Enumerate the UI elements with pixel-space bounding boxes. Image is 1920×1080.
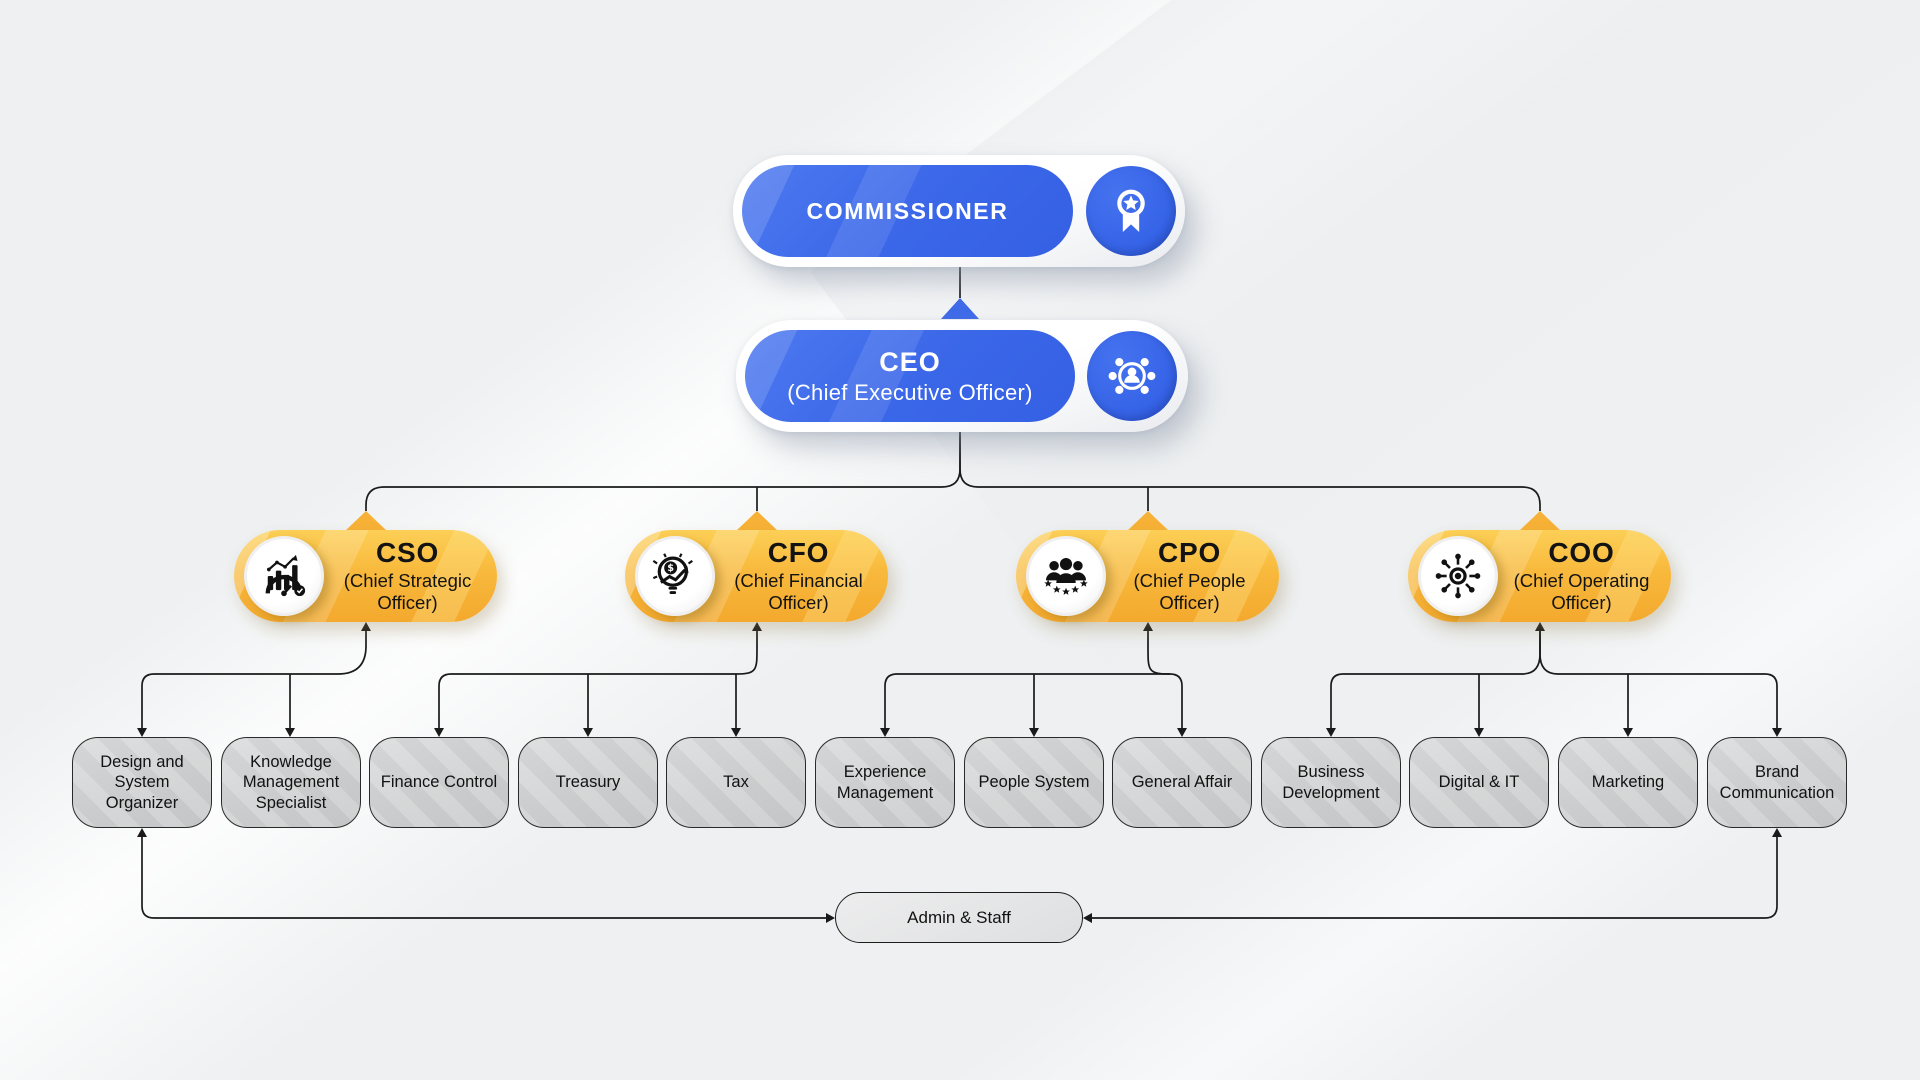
dept-finance-control: Finance Control — [369, 737, 509, 828]
medal-ribbon-icon — [1086, 166, 1176, 256]
team-network-icon — [1087, 331, 1177, 421]
coo-subtitle: (Chief Operating Officer) — [1513, 570, 1650, 613]
chief-up-triangles — [345, 511, 1561, 531]
coo-title: COO — [1548, 537, 1615, 569]
cfo-title: CFO — [767, 537, 830, 569]
cso-title: CSO — [375, 537, 440, 569]
dept-knowledge-management: Knowledge Management Specialist — [221, 737, 361, 828]
operations-hub-icon — [1418, 536, 1498, 616]
coo-node: COO (Chief Operating Officer) — [1408, 530, 1671, 622]
commissioner-pill: COMMISSIONER — [742, 165, 1073, 257]
svg-text:$: $ — [667, 563, 674, 574]
commissioner-label: COMMISSIONER — [806, 197, 1009, 224]
dept-brand-communication: Brand Communication — [1707, 737, 1847, 828]
strategy-gauge-chart-icon — [244, 536, 324, 616]
ceo-subtitle: (Chief Executive Officer) — [787, 379, 1033, 405]
cso-subtitle: (Chief Strategic Officer) — [343, 570, 472, 613]
ceo-pill: CEO (Chief Executive Officer) — [745, 330, 1075, 422]
cso-node: CSO (Chief Strategic Officer) — [234, 530, 497, 622]
ceo-title: CEO — [879, 346, 941, 377]
cpo-subtitle: (Chief People Officer) — [1133, 570, 1246, 613]
ceo-node: CEO (Chief Executive Officer) — [736, 320, 1188, 432]
dept-design-system-organizer: Design and System Organizer — [72, 737, 212, 828]
dept-experience-management: Experience Management — [815, 737, 955, 828]
dept-marketing: Marketing — [1558, 737, 1698, 828]
admin-staff-node: Admin & Staff — [835, 892, 1083, 943]
dept-digital-it: Digital & IT — [1409, 737, 1549, 828]
commissioner-node: COMMISSIONER — [733, 155, 1185, 267]
ceo-up-triangle — [941, 298, 979, 319]
dept-business-development: Business Development — [1261, 737, 1401, 828]
cpo-title: CPO — [1157, 537, 1222, 569]
cfo-node: $ CFO (Chief Financial Officer) — [625, 530, 888, 622]
cpo-node: CPO (Chief People Officer) — [1016, 530, 1279, 622]
dept-general-affair: General Affair — [1112, 737, 1252, 828]
cfo-subtitle: (Chief Financial Officer) — [734, 570, 863, 613]
dept-tax: Tax — [666, 737, 806, 828]
finance-idea-bulb-icon: $ — [635, 536, 715, 616]
people-rating-icon — [1026, 536, 1106, 616]
dept-treasury: Treasury — [518, 737, 658, 828]
dept-people-system: People System — [964, 737, 1104, 828]
